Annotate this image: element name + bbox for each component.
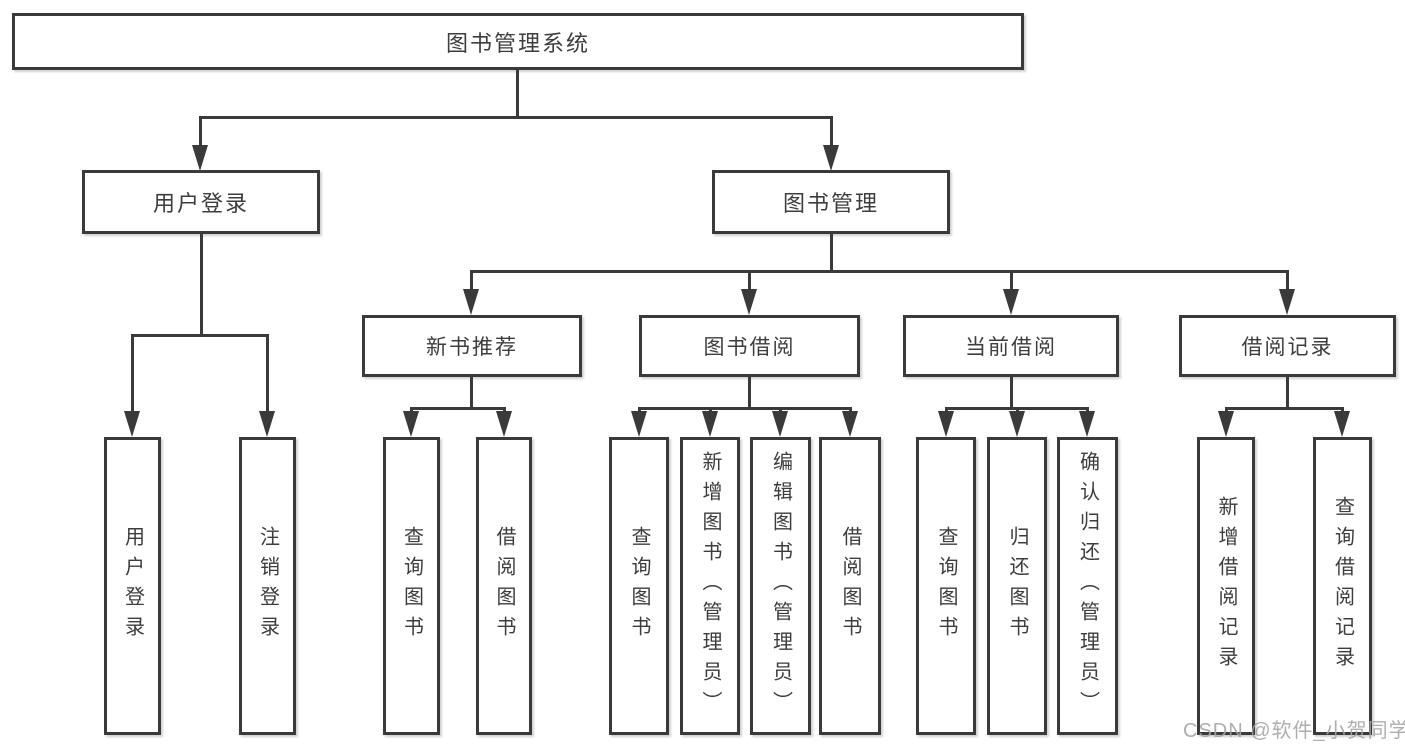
connector-current-borrow-stem — [1010, 377, 1013, 410]
leaf-cu-query-books: 查询图书 — [916, 437, 976, 735]
connector-level3-branch — [470, 270, 1289, 273]
node-current-borrow-label: 当前借阅 — [965, 336, 1057, 359]
leaf-re-query-record-label: 查询借阅记录 — [1331, 496, 1354, 676]
connector-user-login-shaft — [199, 116, 202, 150]
connector-book-borrow-shaft — [748, 270, 751, 293]
arrowhead-book-management — [823, 145, 839, 171]
arrowhead-user-login — [192, 145, 208, 171]
connector-new-books-shaft — [470, 270, 473, 293]
connector-borrow-records-branch — [1225, 407, 1344, 410]
leaf-bw-query-books-label: 查询图书 — [628, 526, 650, 646]
leaf-nb-borrow-books-label: 借阅图书 — [493, 526, 515, 646]
leaf-bw-add-books-label: 新增图书（管理员） — [699, 451, 721, 721]
leaf-user-login-label: 用户登录 — [121, 526, 144, 646]
leaf-re-add-record: 新增借阅记录 — [1197, 437, 1255, 735]
leaf-nb-query-books: 查询图书 — [383, 437, 440, 735]
leaf-nb-query-books-label: 查询图书 — [400, 526, 423, 646]
leaf-re-query-record: 查询借阅记录 — [1313, 437, 1372, 735]
node-root: 图书管理系统 — [12, 13, 1024, 70]
leaf-user-login: 用户登录 — [104, 437, 161, 735]
leaf-cu-query-books-label: 查询图书 — [935, 526, 957, 646]
node-book-borrow-label: 图书借阅 — [703, 336, 796, 359]
connector-book-management-shaft — [830, 116, 833, 150]
arrowhead-book-borrow — [741, 289, 757, 315]
arrowhead-re-leaf1 — [1218, 411, 1234, 437]
connector-new-books-stem — [470, 377, 473, 410]
connector-user-login-stem — [200, 234, 203, 336]
connector-root-branch — [199, 116, 833, 119]
arrowhead-borrow-records — [1279, 289, 1295, 315]
connector-root-stem — [516, 70, 519, 117]
leaf-bw-query-books: 查询图书 — [609, 437, 669, 735]
leaf-cu-return-books: 归还图书 — [987, 437, 1047, 735]
arrowhead-cu-leaf2 — [1009, 411, 1025, 437]
arrowhead-nb-leaf2 — [496, 411, 512, 437]
leaf-cu-return-books-label: 归还图书 — [1006, 526, 1028, 646]
arrowhead-new-books — [463, 289, 479, 315]
node-book-borrow: 图书借阅 — [639, 315, 860, 377]
node-user-login: 用户登录 — [82, 170, 320, 234]
arrowhead-bw-leaf2 — [702, 411, 718, 437]
connector-book-management-stem — [830, 234, 833, 273]
node-borrow-records: 借阅记录 — [1179, 315, 1396, 377]
node-book-management-label: 图书管理 — [782, 191, 879, 216]
arrowhead-cu-leaf3 — [1079, 411, 1095, 437]
connector-book-borrow-stem — [748, 377, 751, 410]
leaf-re-add-record-label: 新增借阅记录 — [1215, 496, 1237, 676]
watermark: CSDN @软件_小贺同学 — [1183, 720, 1405, 742]
node-root-label: 图书管理系统 — [445, 30, 590, 56]
leaf-bw-edit-books: 编辑图书（管理员） — [750, 437, 811, 735]
connector-borrow-records-shaft — [1286, 270, 1289, 293]
leaf-logout-label: 注销登录 — [256, 526, 279, 646]
leaf-cu-confirm-return-label: 确认归还（管理员） — [1076, 451, 1099, 721]
arrowhead-login-leaf1 — [124, 411, 140, 437]
connector-borrow-records-stem — [1286, 377, 1289, 410]
node-borrow-records-label: 借阅记录 — [1241, 336, 1334, 359]
arrowhead-nb-leaf1 — [403, 411, 419, 437]
leaf-logout: 注销登录 — [239, 437, 296, 735]
leaf-cu-confirm-return: 确认归还（管理员） — [1057, 437, 1118, 735]
leaf-bw-edit-books-label: 编辑图书（管理员） — [769, 451, 792, 721]
node-new-books: 新书推荐 — [362, 315, 582, 377]
arrowhead-login-leaf2 — [259, 411, 275, 437]
arrowhead-cu-leaf1 — [938, 411, 954, 437]
connector-user-login-branch — [131, 334, 269, 337]
leaf-bw-add-books: 新增图书（管理员） — [680, 437, 740, 735]
node-current-borrow: 当前借阅 — [903, 315, 1119, 377]
connector-login-leaf1-shaft — [131, 334, 134, 415]
node-user-login-label: 用户登录 — [152, 191, 249, 216]
node-book-management: 图书管理 — [712, 170, 950, 234]
arrowhead-current-borrow — [1003, 289, 1019, 315]
arrowhead-bw-leaf4 — [842, 411, 858, 437]
arrowhead-bw-leaf3 — [772, 411, 788, 437]
connector-login-leaf2-shaft — [266, 334, 269, 415]
leaf-bw-borrow-books: 借阅图书 — [819, 437, 881, 735]
connector-current-borrow-shaft — [1010, 270, 1013, 293]
connector-book-borrow-branch — [638, 407, 852, 410]
arrowhead-bw-leaf1 — [631, 411, 647, 437]
node-new-books-label: 新书推荐 — [426, 336, 518, 359]
connector-new-books-branch — [410, 407, 506, 410]
arrowhead-re-leaf2 — [1334, 411, 1350, 437]
leaf-bw-borrow-books-label: 借阅图书 — [839, 526, 861, 646]
leaf-nb-borrow-books: 借阅图书 — [476, 437, 532, 735]
